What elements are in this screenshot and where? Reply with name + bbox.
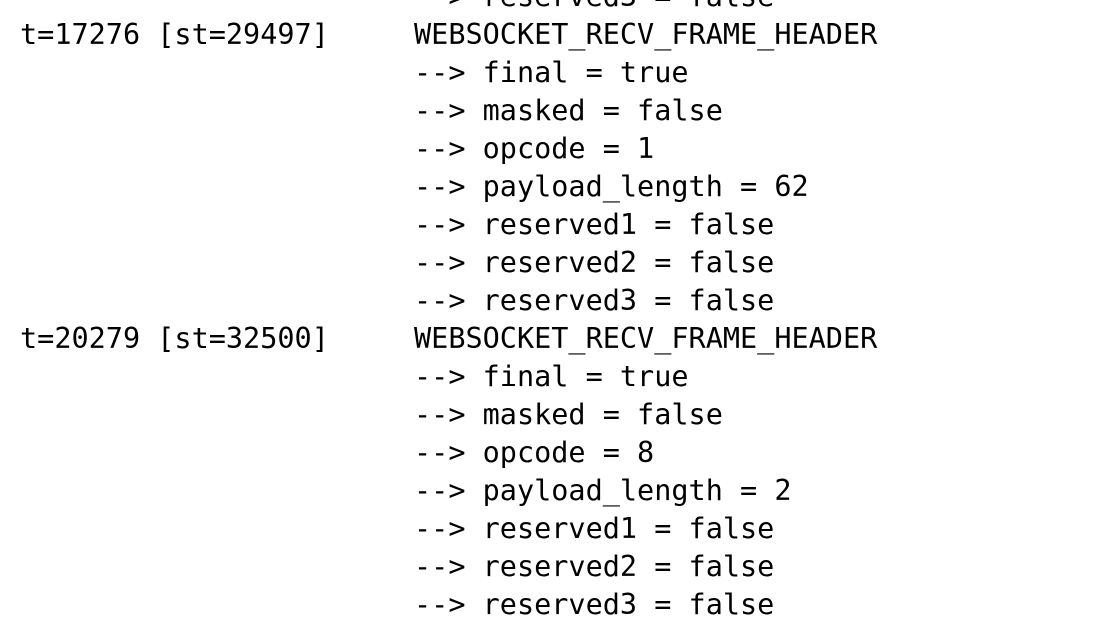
- log-line: --> final = true: [0, 358, 1108, 396]
- log-entry: --> reserved3 = false: [414, 284, 775, 317]
- log-line: --> reserved1 = false: [0, 510, 1108, 548]
- log-entry: --> payload_length = 62: [414, 170, 809, 203]
- log-entry: --> reserved3 = false: [414, 588, 775, 621]
- log-entry: --> reserved1 = false: [414, 208, 775, 241]
- log-line: --> reserved2 = false: [0, 244, 1108, 282]
- log-line: --> reserved2 = false: [0, 548, 1108, 586]
- log-line: --> reserved3 = false: [0, 586, 1108, 624]
- log-entry: --> masked = false: [414, 94, 723, 127]
- log-timestamp: t=17276 [st=29497]: [20, 18, 329, 51]
- log-entry: --> payload_length = 2: [414, 474, 792, 507]
- log-entry: --> reserved3 = false: [414, 0, 774, 16]
- log-timestamp: t=20279 [st=32500]: [20, 322, 329, 355]
- log-line: --> opcode = 8: [0, 434, 1108, 472]
- log-line: --> payload_length = 62: [0, 168, 1108, 206]
- log-line: --> masked = false: [0, 92, 1108, 130]
- log-line: --> opcode = 1: [0, 130, 1108, 168]
- log-entry: WEBSOCKET_RECV_FRAME_HEADER: [414, 18, 878, 51]
- log-line: --> reserved3 = false: [0, 282, 1108, 320]
- log-line: --> final = true: [0, 54, 1108, 92]
- log-line: t=20279 [st=32500] WEBSOCKET_RECV_FRAME_H…: [0, 320, 1108, 358]
- log-entry: --> reserved1 = false: [414, 512, 775, 545]
- net-log-text: --> reserved3 = false t=17276 [st=29497]…: [0, 0, 1108, 624]
- log-entry: --> reserved2 = false: [414, 550, 775, 583]
- log-entry: --> final = true: [414, 360, 689, 393]
- log-line: t=17276 [st=29497] WEBSOCKET_RECV_FRAME_H…: [0, 16, 1108, 54]
- log-entry: --> masked = false: [414, 398, 723, 431]
- log-entry: WEBSOCKET_RECV_FRAME_HEADER: [414, 322, 878, 355]
- log-line: --> reserved3 = false: [0, 0, 1108, 16]
- log-line: --> reserved1 = false: [0, 206, 1108, 244]
- log-entry: --> opcode = 1: [414, 132, 655, 165]
- log-entry: --> opcode = 8: [414, 436, 655, 469]
- log-entry: --> reserved2 = false: [414, 246, 775, 279]
- log-line: --> masked = false: [0, 396, 1108, 434]
- log-entry: --> final = true: [414, 56, 689, 89]
- log-line: --> payload_length = 2: [0, 472, 1108, 510]
